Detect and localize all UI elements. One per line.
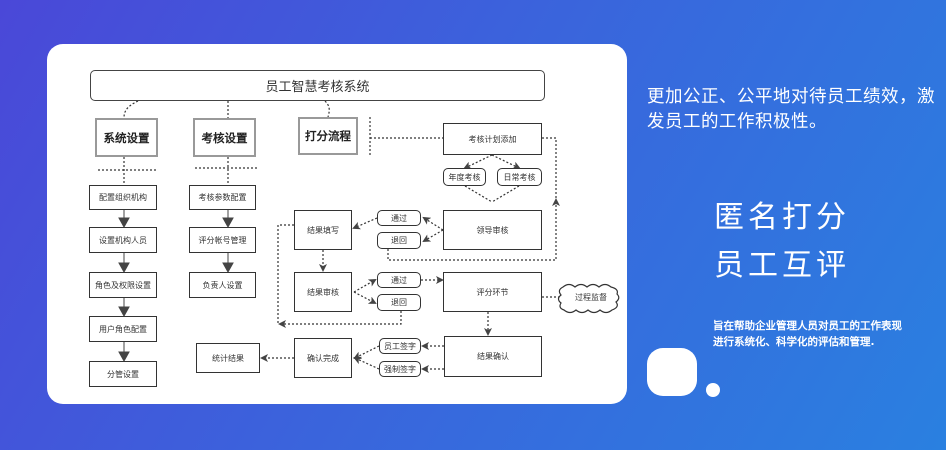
- node-label: 系统设置: [103, 130, 150, 145]
- node-label: 通过: [391, 213, 407, 223]
- node-plan-add: 考核计划添加: [443, 123, 542, 155]
- node-label: 设置机构人员: [99, 235, 147, 245]
- node-result-review: 结果审核: [294, 272, 352, 312]
- node-label: 评分环节: [476, 287, 509, 297]
- node-label: 退回: [391, 236, 407, 245]
- node-label: 确认完成: [307, 353, 339, 363]
- node-system-step: 分管设置: [89, 361, 157, 387]
- node-label: 过程监督: [575, 292, 607, 302]
- arrow-sys-3: [118, 298, 130, 318]
- system-title: 员工智慧考核系统: [265, 80, 370, 95]
- node-label: 配置组织机构: [99, 193, 147, 202]
- node-label: 年度考核: [448, 172, 481, 182]
- node-label: 用户角色配置: [99, 324, 147, 334]
- arrow-sys-4: [118, 342, 130, 363]
- connector-plan-daily: [491, 154, 521, 170]
- node-reject-1: 退回: [377, 232, 421, 249]
- arrow-sys-1: [118, 210, 130, 229]
- connector-title-score: [324, 100, 330, 118]
- connector-pass-fill: [352, 217, 378, 230]
- node-result-fill: 结果填写: [294, 210, 352, 250]
- node-system-step: 设置机构人员: [89, 227, 157, 253]
- description-text: 旨在帮助企业管理人员对员工的工作表现进行系统化、科学化的评估和管理.: [713, 320, 902, 348]
- node-daily: 日常考核: [497, 168, 542, 186]
- connector-reject2-loop: [278, 311, 402, 328]
- node-confirm-done: 确认完成: [294, 338, 352, 378]
- connector-daily-merge: [491, 185, 520, 203]
- node-annual: 年度考核: [443, 168, 486, 186]
- node-label: 角色及权限设置: [95, 280, 151, 290]
- supervision-cloud-shape: [557, 283, 620, 314]
- connector-fsign-done: [353, 356, 380, 370]
- node-statistics: 统计结果: [196, 343, 260, 373]
- node-label: 统计结果: [212, 353, 244, 363]
- arrow-assess-1: [222, 210, 234, 229]
- node-label: 通过: [391, 275, 407, 285]
- node-label: 退回: [391, 298, 407, 307]
- feature-peer-review: 员工互评: [714, 248, 850, 283]
- node-label: 领导审核: [476, 225, 509, 235]
- node-label: 分管设置: [107, 369, 139, 379]
- node-employee-sign: 员工签字: [379, 338, 421, 354]
- connector-leader-pass: [422, 216, 444, 231]
- feature-anonymous-scoring: 匿名打分: [714, 200, 850, 235]
- arrow-assess-2: [222, 253, 234, 274]
- node-supervision: 过程监督: [564, 287, 618, 307]
- node-reject-2: 退回: [377, 294, 421, 311]
- node-assess-step: 考核参数配置: [189, 185, 256, 210]
- node-label: 员工签字: [384, 341, 416, 351]
- node-pass-2: 通过: [377, 272, 421, 288]
- decorative-dot: [706, 383, 720, 397]
- node-label: 负责人设置: [202, 280, 243, 290]
- node-label: 考核计划添加: [468, 134, 517, 144]
- system-title-box: 员工智慧考核系统: [90, 70, 545, 101]
- node-assess-step: 评分帐号管理: [189, 227, 256, 253]
- connector-leader-reject: [422, 229, 444, 243]
- node-label: 打分流程: [305, 129, 351, 143]
- connector-review-pass: [353, 279, 377, 293]
- node-label: 评分帐号管理: [198, 235, 247, 245]
- node-assess-step: 负责人设置: [189, 272, 256, 298]
- node-forced-sign: 强制签字: [379, 361, 421, 377]
- connector-fill-left: [277, 224, 294, 324]
- node-label: 结果填写: [307, 225, 339, 235]
- headline-text: 更加公正、公平地对待员工绩效，激发员工的工作积极性。: [647, 87, 935, 132]
- node-system-settings: 系统设置: [95, 118, 158, 157]
- node-result-confirm: 结果确认: [444, 336, 542, 377]
- decorative-bubble: [647, 348, 697, 396]
- connector-plan-annual: [463, 154, 493, 170]
- node-label: 结果审核: [307, 287, 339, 297]
- arrow-sys-2: [118, 253, 130, 274]
- connector-plan-right: [542, 137, 557, 200]
- connector-annual-merge: [464, 185, 493, 203]
- connector-review-reject: [353, 291, 377, 304]
- node-leader-review: 领导审核: [443, 210, 542, 250]
- connector-esign-done: [353, 345, 380, 359]
- node-label: 结果确认: [477, 352, 509, 361]
- node-system-step: 配置组织机构: [89, 185, 157, 210]
- node-label: 考核设置: [201, 130, 248, 145]
- node-label: 考核参数配置: [198, 193, 247, 202]
- node-label: 强制签字: [384, 364, 416, 374]
- node-assessment-settings: 考核设置: [193, 118, 256, 157]
- node-system-step: 角色及权限设置: [89, 272, 157, 298]
- connector-title-system: [123, 100, 139, 119]
- node-pass-1: 通过: [377, 210, 421, 226]
- node-scoring-process: 打分流程: [298, 117, 358, 155]
- node-label: 日常考核: [503, 172, 536, 182]
- node-scoring-stage: 评分环节: [443, 272, 542, 312]
- connector-reject-loop: [387, 198, 560, 261]
- node-system-step: 用户角色配置: [89, 316, 157, 342]
